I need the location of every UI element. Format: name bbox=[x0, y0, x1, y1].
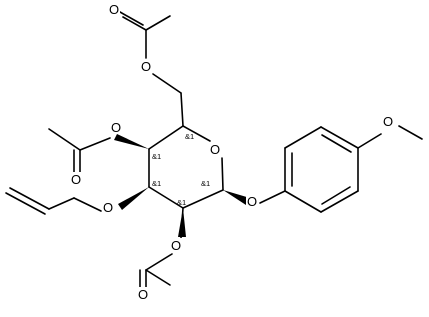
bond-allyl-double-1 bbox=[9, 187, 50, 210]
bond-ar-inner-c bbox=[321, 186, 351, 205]
bond-acetyl-top-carbonyl-2 bbox=[119, 11, 144, 26]
bond-allyl-o-ch2 bbox=[73, 197, 102, 212]
bond-anomeric-o-aryl bbox=[259, 190, 286, 204]
bond-acetyl-c4-co bbox=[79, 137, 111, 151]
bond-ar-o-methoxy bbox=[357, 133, 382, 149]
atom-label-o-methoxy: O bbox=[383, 114, 393, 129]
bond-ch2-c5 bbox=[180, 92, 184, 127]
bond-oring-c1 bbox=[221, 157, 224, 191]
stereo-label-layer: &1 &1 &1 &1 &1 bbox=[152, 132, 210, 207]
wedge-c4-o bbox=[114, 134, 149, 149]
bond-acetyl-c4-methyl bbox=[48, 128, 81, 151]
atom-label-o-acetyl-c4-ester: O bbox=[111, 120, 121, 135]
atom-label-o-anomeric: O bbox=[247, 194, 257, 209]
stereo-label-c2: &1 bbox=[177, 198, 186, 207]
atom-label-o-ring: O bbox=[210, 142, 220, 157]
bond-acetyl-top-methyl bbox=[145, 15, 171, 31]
bond-ar-5-6 bbox=[320, 190, 359, 213]
stereo-label-c3: &1 bbox=[152, 179, 161, 188]
atom-label-o-acetyl-c2-ester: O bbox=[171, 238, 181, 253]
bond-ester-o-ch2 bbox=[152, 73, 182, 94]
bond-allyl-double-2 bbox=[5, 192, 46, 215]
bond-ar-3-4 bbox=[320, 126, 359, 149]
bond-c3-c2 bbox=[148, 186, 184, 209]
bond-acetyl-c2-methyl bbox=[145, 269, 171, 286]
wedge-layer bbox=[114, 134, 250, 237]
atom-label-o-allyl: O bbox=[103, 200, 113, 215]
atom-label-o-acetyl-top-carbonyl: O bbox=[109, 2, 119, 17]
bond-ar-2-3 bbox=[284, 126, 322, 149]
stereo-label-c5: &1 bbox=[185, 132, 194, 141]
bond-acetyl-c2-co bbox=[145, 253, 173, 271]
bond-c2-c1 bbox=[182, 189, 224, 209]
stereo-label-c1: &1 bbox=[201, 179, 210, 188]
bond-ar-6-1 bbox=[284, 190, 322, 213]
atom-label-o-acetyl-top-ester: O bbox=[141, 59, 151, 74]
label-mask-layer bbox=[70, 2, 394, 301]
bond-layer bbox=[5, 11, 423, 288]
atom-label-o-acetyl-c2-carbonyl: O bbox=[138, 287, 148, 302]
atom-label-o-acetyl-c4-carbonyl: O bbox=[71, 172, 81, 187]
bond-c5-oring bbox=[182, 125, 211, 142]
bond-acetyl-top-carbonyl-1 bbox=[122, 16, 147, 31]
bond-allyl-ch2-ch bbox=[48, 197, 75, 210]
bond-o-methyl bbox=[398, 125, 423, 140]
wedge-c1-o bbox=[223, 190, 250, 205]
stereo-label-c4: &1 bbox=[152, 152, 161, 161]
wedge-c2-o bbox=[178, 208, 186, 237]
bond-c5-c4 bbox=[148, 125, 184, 150]
bond-ar-inner-b bbox=[321, 134, 352, 153]
wedge-c3-o bbox=[118, 187, 149, 210]
atom-label-layer: O O O O O O O O O O bbox=[71, 2, 393, 302]
